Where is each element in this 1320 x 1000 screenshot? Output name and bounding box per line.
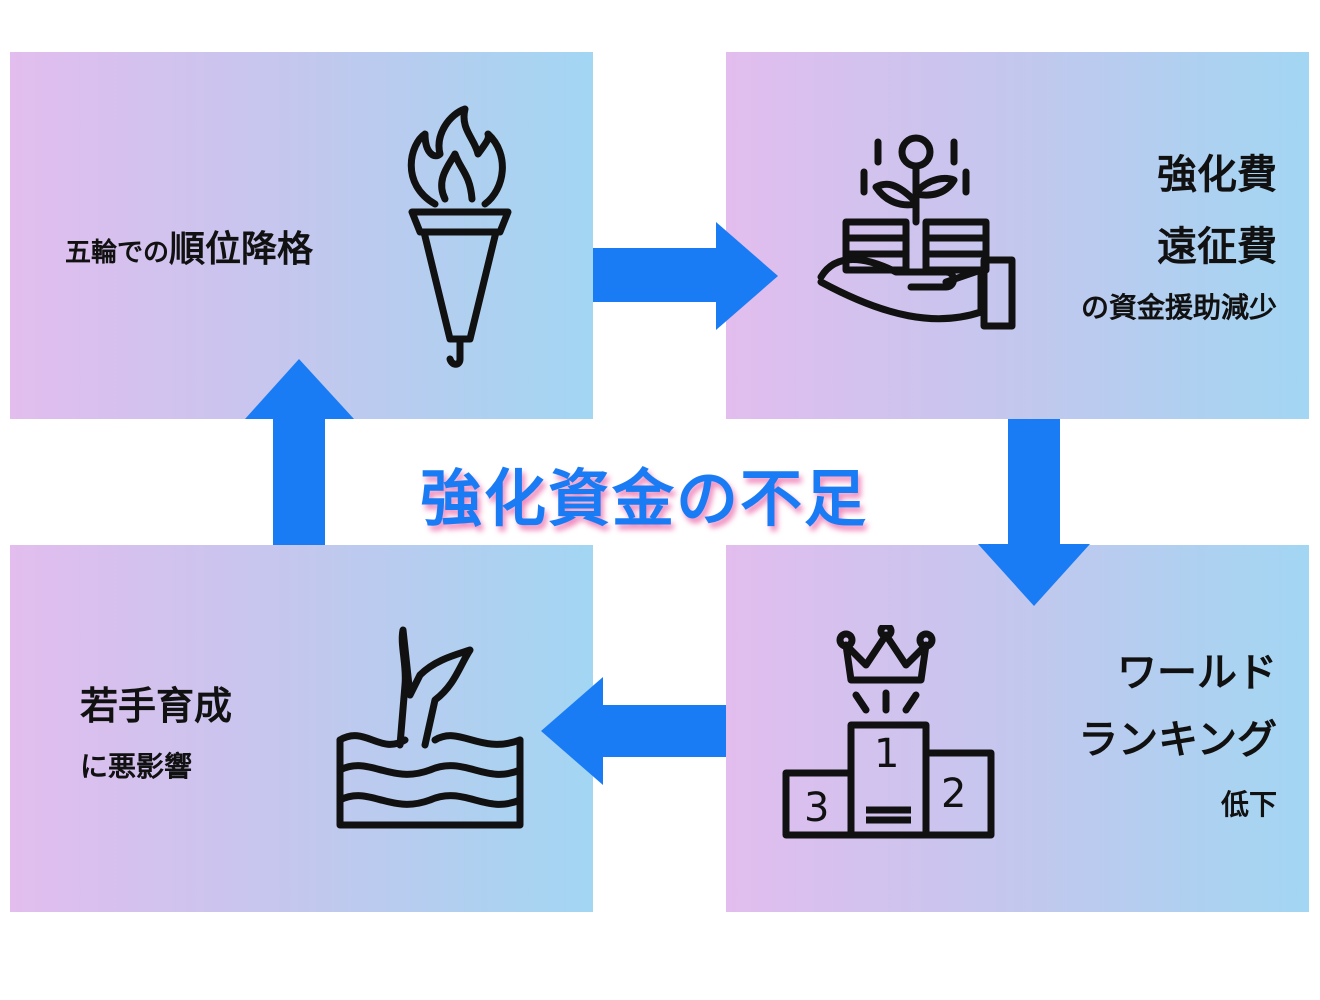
torch-icon: [407, 105, 512, 368]
arrow-left: [541, 677, 726, 785]
arrow-right: [593, 222, 778, 330]
ranking-drop-large: 順位降格: [169, 229, 314, 270]
funding-line2: 遠征費: [1157, 224, 1277, 270]
ranking-drop-small: 五輪での: [65, 238, 170, 268]
money-plant-hand-icon: [817, 134, 1016, 330]
box-funding-cut: 強化費 遠征費 の資金援助減少: [726, 52, 1309, 419]
podium-third: 3: [804, 785, 830, 831]
funding-line1: 強化費: [1157, 152, 1277, 198]
podium-first: 1: [874, 731, 900, 777]
ranking-line3: 低下: [1220, 788, 1277, 821]
youth-line2: に悪影響: [80, 750, 193, 783]
youth-line1: 若手育成: [80, 684, 233, 728]
center-title: 強化資金の不足: [420, 462, 869, 535]
podium-second: 2: [941, 771, 967, 817]
ranking-line2: ランキング: [1078, 717, 1277, 763]
ranking-drop-label: 五輪での順位降格: [65, 220, 313, 272]
arrow-up: [245, 359, 354, 545]
ranking-line1: ワールド: [1117, 650, 1277, 696]
funding-line3: の資金援助減少: [1080, 291, 1277, 324]
box-ranking-drop: 五輪での順位降格: [10, 52, 593, 419]
podium-icon: [782, 625, 995, 839]
box-youth-development: 若手育成 に悪影響: [10, 545, 593, 912]
sinking-hand-icon: [336, 626, 524, 829]
box-world-ranking: 1 2 3 ワールド ランキング 低下: [726, 545, 1309, 912]
arrow-down: [978, 419, 1090, 606]
